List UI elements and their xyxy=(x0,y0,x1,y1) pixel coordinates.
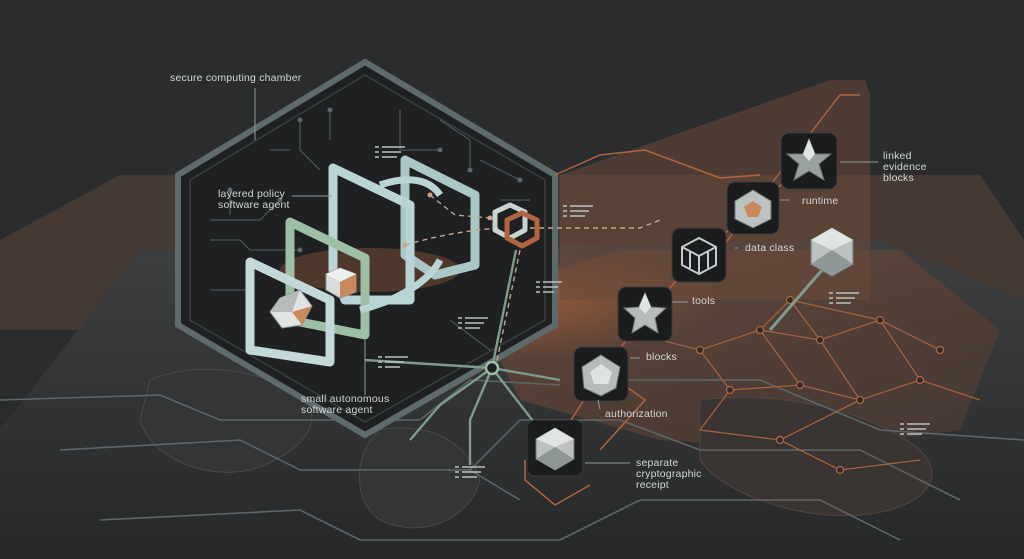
node-tile-blocks xyxy=(617,286,673,342)
chain-link-icon xyxy=(492,202,540,249)
dashed-connector-dots xyxy=(402,192,493,248)
label-layered-agent: layered policy software agent xyxy=(218,188,290,211)
node-tile-runtime xyxy=(780,132,838,190)
layered-policy-frames xyxy=(245,155,480,367)
dashed-connectors xyxy=(404,194,661,371)
label-linked-blocks: linked evidence blocks xyxy=(883,150,927,184)
label-small-agent: small autonomous software agent xyxy=(301,393,390,416)
frame-bridge-2 xyxy=(378,176,443,198)
label-pointers xyxy=(254,88,878,464)
label-tools: tools xyxy=(692,295,716,307)
copper-network-nodes xyxy=(695,295,945,475)
star-polyhedron-icon xyxy=(785,137,833,182)
map-landmass-bottom xyxy=(358,427,481,529)
icosahedron-icon xyxy=(535,427,575,471)
polyhedron-icon xyxy=(269,289,313,329)
frame-back xyxy=(400,155,480,280)
polyhedron-icon xyxy=(581,354,621,397)
frame-front xyxy=(245,257,335,367)
label-authorization: authorization xyxy=(605,408,668,420)
frame-mid xyxy=(285,217,370,340)
label-data-class: data class xyxy=(745,242,795,254)
hub-connectors xyxy=(364,249,561,465)
secure-chamber-inner xyxy=(189,74,546,423)
secure-chamber-outer xyxy=(175,58,558,439)
label-secure-chamber: secure computing chamber xyxy=(170,72,302,84)
hub-node xyxy=(484,360,500,376)
chamber-circuit-dots xyxy=(227,107,523,293)
label-blocks: blocks xyxy=(646,351,677,363)
text-line-glyphs xyxy=(375,146,930,478)
label-runtime: runtime xyxy=(802,195,839,207)
node-tile-authorization xyxy=(573,346,629,402)
linked-blocks-polyhedron xyxy=(810,227,854,277)
cube-icon xyxy=(325,267,357,299)
node-tile-tools xyxy=(671,227,727,283)
chamber-circuitry xyxy=(210,110,530,351)
frame-back-2 xyxy=(328,163,415,305)
label-receipt: separate cryptographic receipt xyxy=(636,457,702,491)
node-tile-receipt xyxy=(526,419,584,477)
frame-bridge xyxy=(359,258,444,314)
dodecahedron-icon xyxy=(734,189,772,229)
node-tile-data-class xyxy=(726,181,780,235)
cube-network-icon xyxy=(681,236,717,276)
